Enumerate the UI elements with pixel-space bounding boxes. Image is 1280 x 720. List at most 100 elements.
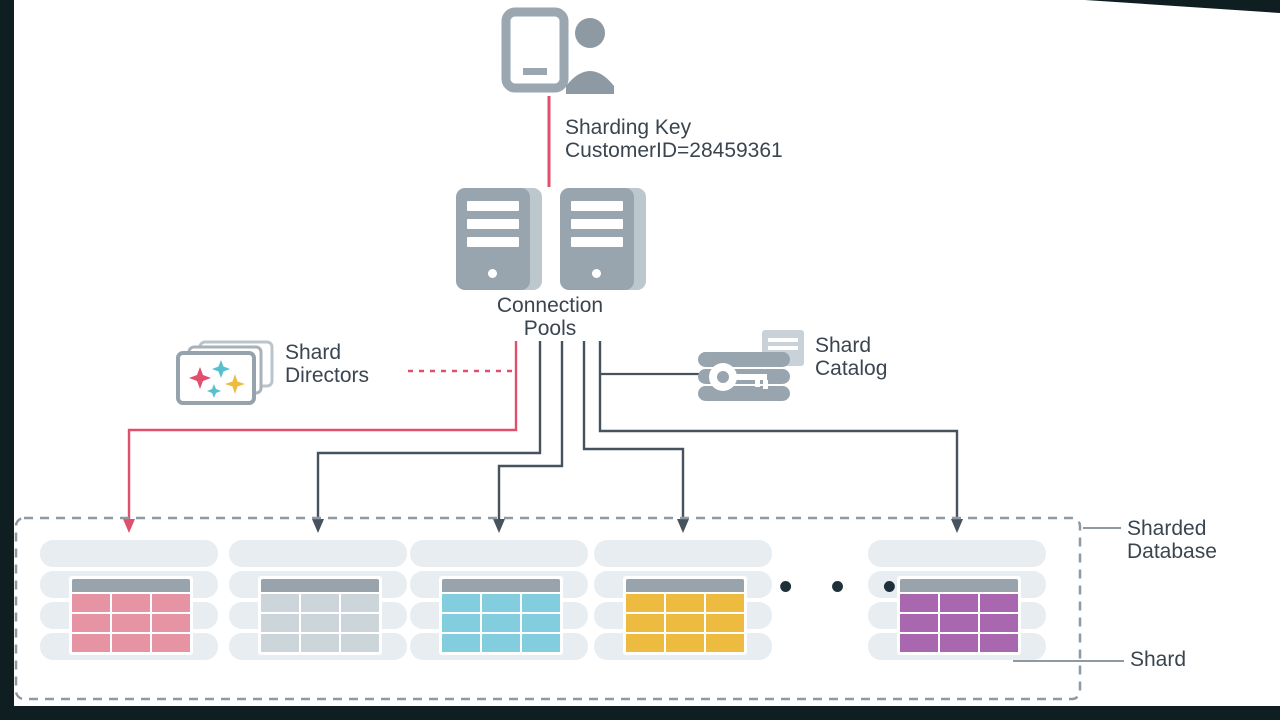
tablet-icon bbox=[501, 7, 569, 93]
shard-table-cell bbox=[341, 634, 379, 652]
connection-pools-line1: Connection bbox=[496, 294, 604, 317]
shard-table-cell bbox=[442, 594, 480, 612]
shard-table-header bbox=[626, 579, 744, 592]
shard-table-cell bbox=[341, 594, 379, 612]
connection-pool-server-icon bbox=[560, 188, 646, 290]
shard-1 bbox=[40, 540, 218, 664]
key-stem bbox=[735, 374, 767, 380]
shard-table bbox=[623, 576, 747, 655]
shard-2 bbox=[229, 540, 407, 664]
shard-table-cell bbox=[522, 634, 560, 652]
shard-table-cell bbox=[626, 614, 664, 632]
shard-table-grid bbox=[72, 594, 190, 652]
shard-table-cell bbox=[980, 634, 1018, 652]
shard-table-cell bbox=[112, 614, 150, 632]
shard-table-cell bbox=[706, 614, 744, 632]
server-slot bbox=[571, 237, 623, 247]
pinwheel-teal-small bbox=[207, 384, 221, 398]
database-key-icon bbox=[698, 330, 810, 402]
shard-table-cell bbox=[626, 634, 664, 652]
shard-table-header bbox=[900, 579, 1018, 592]
shard-table-cell bbox=[261, 634, 299, 652]
catalog-disk bbox=[698, 352, 790, 367]
server-led bbox=[488, 269, 497, 278]
shard-table-cell bbox=[900, 594, 938, 612]
shard-catalog-label: Shard Catalog bbox=[815, 334, 887, 380]
server-front-panel bbox=[456, 188, 530, 290]
shard-table-cell bbox=[940, 634, 978, 652]
sharding-key-line2: CustomerID=28459361 bbox=[565, 139, 783, 162]
catalog-disk bbox=[698, 386, 790, 401]
key-tooth bbox=[755, 380, 760, 387]
shard-table-cell bbox=[482, 594, 520, 612]
shard-table-grid bbox=[900, 594, 1018, 652]
shard-table-grid bbox=[261, 594, 379, 652]
shard-table-cell bbox=[261, 594, 299, 612]
connection-pool-server-icon bbox=[456, 188, 542, 290]
shard-table-cell bbox=[72, 614, 110, 632]
shard-table-cell bbox=[482, 614, 520, 632]
server-led bbox=[592, 269, 601, 278]
catalog-doc-line bbox=[768, 338, 798, 342]
shard-4 bbox=[594, 540, 772, 664]
sharded-database-label: Sharded Database bbox=[1127, 517, 1217, 563]
shard-table-cell bbox=[482, 634, 520, 652]
shard-table-cell bbox=[900, 634, 938, 652]
sharded-database-line1: Sharded bbox=[1127, 517, 1207, 540]
shard-table bbox=[439, 576, 563, 655]
pinwheel-teal bbox=[212, 360, 230, 378]
shard-table-header bbox=[442, 579, 560, 592]
shard-table bbox=[69, 576, 193, 655]
sharding-key-line1: Sharding Key bbox=[565, 116, 692, 139]
shard-table-header bbox=[261, 579, 379, 592]
client-user-icon bbox=[498, 6, 628, 98]
shard-table-cell bbox=[301, 614, 339, 632]
pinwheel-yellow bbox=[225, 374, 245, 394]
person-head bbox=[575, 18, 605, 48]
pinwheel-cards-icon bbox=[176, 340, 276, 406]
shard-table-cell bbox=[626, 594, 664, 612]
shard-table-cell bbox=[72, 634, 110, 652]
shard-table-cell bbox=[666, 594, 704, 612]
server-slot bbox=[571, 201, 623, 211]
shard-table-cell bbox=[301, 594, 339, 612]
server-slot bbox=[571, 219, 623, 229]
shard-table-cell bbox=[666, 634, 704, 652]
key-bow-hole bbox=[717, 371, 729, 383]
ellipsis: • • • bbox=[779, 566, 911, 608]
person-shoulders bbox=[566, 71, 614, 94]
shard-table-cell bbox=[666, 614, 704, 632]
shard-table-grid bbox=[442, 594, 560, 652]
shard-table-cell bbox=[940, 614, 978, 632]
key-tooth bbox=[763, 380, 768, 389]
shard-table-cell bbox=[522, 594, 560, 612]
shard-stack-bar bbox=[410, 540, 588, 567]
shard-table-cell bbox=[112, 594, 150, 612]
shard-table-header bbox=[72, 579, 190, 592]
shard-catalog-line1: Shard bbox=[815, 334, 872, 357]
shard-table-cell bbox=[706, 594, 744, 612]
shard-table bbox=[258, 576, 382, 655]
connection-pools-line2: Pools bbox=[523, 317, 577, 340]
shard-table-cell bbox=[522, 614, 560, 632]
pinwheel-pink bbox=[189, 367, 211, 389]
shard-table bbox=[897, 576, 1021, 655]
shard-table-cell bbox=[301, 634, 339, 652]
shard-stack-bar bbox=[229, 540, 407, 567]
shard-stack-bar bbox=[594, 540, 772, 567]
shard-table-cell bbox=[442, 634, 480, 652]
catalog-doc-line bbox=[768, 346, 798, 350]
shard-table-cell bbox=[152, 594, 190, 612]
shard-table-cell bbox=[112, 634, 150, 652]
shards-row bbox=[0, 540, 1280, 672]
shard-5 bbox=[868, 540, 1046, 664]
shard-table-cell bbox=[261, 614, 299, 632]
server-slot bbox=[467, 237, 519, 247]
shard-table-cell bbox=[152, 634, 190, 652]
shard-stack-bar bbox=[40, 540, 218, 567]
shard-table-cell bbox=[152, 614, 190, 632]
sharded-database-line2: Database bbox=[1127, 540, 1217, 563]
shard-catalog-line2: Catalog bbox=[815, 357, 888, 380]
shard-table-cell bbox=[940, 594, 978, 612]
